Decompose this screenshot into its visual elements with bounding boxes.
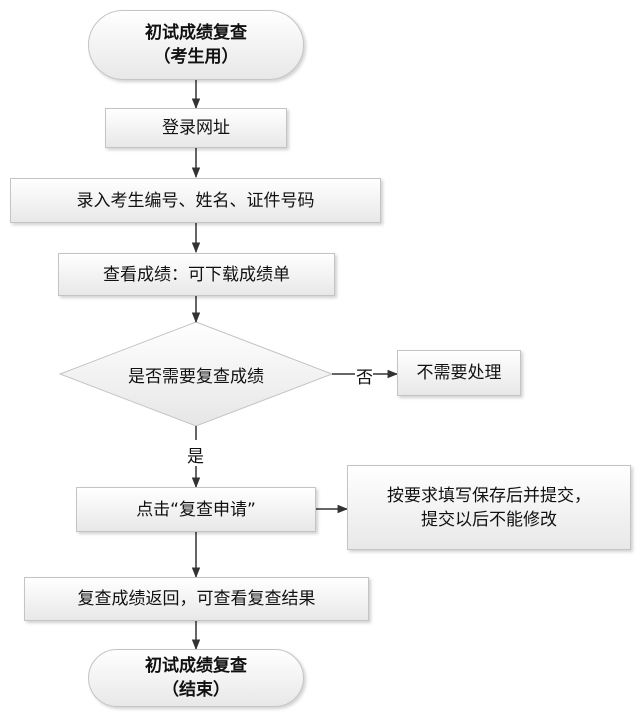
step-apply: 点击“复查申请” <box>76 487 316 532</box>
end-title: 初试成绩复查 <box>145 656 247 676</box>
yes-label: 是 <box>187 447 204 467</box>
end-terminal: 初试成绩复查 （结束） <box>88 649 304 707</box>
start-subtitle: （考生用） <box>153 47 239 67</box>
note-line-1: 按要求填写保存后并提交， <box>387 485 591 506</box>
step-login: 登录网址 <box>105 108 287 148</box>
step-view-scores: 查看成绩：可下载成绩单 <box>58 253 335 296</box>
step-result: 复查成绩返回，可查看复查结果 <box>24 577 369 621</box>
step-enter-info: 录入考生编号、姓名、证件号码 <box>10 178 381 223</box>
no-label: 否 <box>356 368 373 388</box>
start-title: 初试成绩复查 <box>145 23 247 43</box>
note-line-2: 提交以后不能修改 <box>421 509 557 530</box>
start-terminal: 初试成绩复查 （考生用） <box>88 10 304 80</box>
end-subtitle: （结束） <box>162 680 230 700</box>
decision-question: 是否需要复查成绩 <box>128 366 264 387</box>
note-box: 按要求填写保存后并提交， 提交以后不能修改 <box>347 465 631 550</box>
no-branch-box: 不需要处理 <box>397 350 521 396</box>
